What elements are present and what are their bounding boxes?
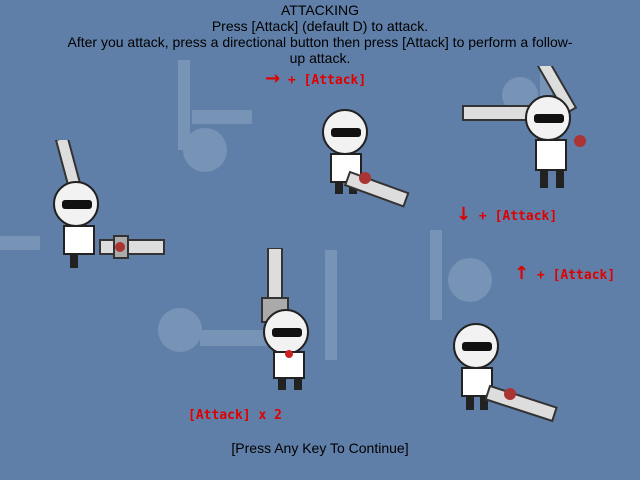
page-title: ATTACKING [280, 2, 360, 18]
arrow-up-icon: ↑ [514, 263, 530, 284]
hint-right-label: + [Attack] [287, 73, 367, 88]
instructions-header: ATTACKING Press [Attack] (default D) to … [0, 2, 640, 66]
instruction-line-2: After you attack, press a directional bu… [67, 34, 573, 50]
hint-right-attack: → + [Attack] [265, 68, 366, 89]
hint-up-attack: ↑ + [Attack] [514, 263, 615, 284]
character-sprite-forward-attack [53, 140, 165, 268]
arrow-down-icon: ↓ [456, 204, 472, 225]
hint-down-attack: ↓ + [Attack] [456, 204, 557, 225]
instruction-line-1: Press [Attack] (default D) to attack. [211, 18, 429, 34]
instruction-line-3: up attack. [289, 50, 351, 66]
character-sprite-idle [322, 109, 410, 208]
arrow-right-icon: → [265, 68, 281, 89]
hint-down-label: + [Attack] [478, 209, 558, 224]
hint-attack-repeat: [Attack] x 2 [188, 408, 282, 423]
hint-up-label: + [Attack] [536, 268, 616, 283]
character-sprite-attack-repeat [453, 323, 558, 423]
character-sprite-down-attack [462, 66, 586, 188]
character-sprite-up-attack [261, 248, 309, 390]
press-any-key-prompt[interactable]: [Press Any Key To Continue] [231, 440, 409, 456]
